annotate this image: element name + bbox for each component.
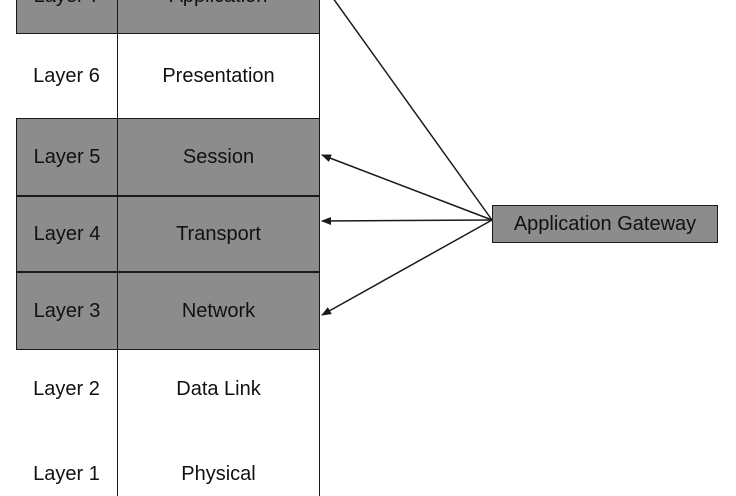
layer-row-physical: Layer 1 Physical: [0, 428, 736, 496]
layer-number-label: Layer 2: [33, 377, 100, 400]
layer-name-box: Presentation: [117, 34, 320, 118]
layer-name-box: Session: [117, 118, 320, 196]
layer-number-label: Layer 1: [33, 462, 100, 485]
application-gateway-label: Application Gateway: [513, 212, 697, 235]
layer-number-label: Layer 6: [33, 64, 100, 87]
layer-name-box: Network: [117, 272, 320, 350]
layer-name-box: Data Link: [117, 350, 320, 428]
layer-row-application: Layer 7Application: [0, 0, 736, 34]
layer-number-label: Layer 4: [16, 196, 117, 272]
application-gateway-box: Application Gateway: [492, 205, 718, 243]
layer-number-label: Layer 5: [16, 118, 117, 196]
layer-row-data-link: Layer 2 Data Link: [0, 350, 736, 428]
layer-number-label: Layer 7: [16, 0, 117, 34]
layer-number-label: Layer 3: [16, 272, 117, 350]
layer-name-box: Application: [117, 0, 320, 34]
layer-row-presentation: Layer 6 Presentation: [0, 34, 736, 118]
layer-name-box: Transport: [117, 196, 320, 272]
layer-name-box: Physical: [117, 428, 320, 496]
